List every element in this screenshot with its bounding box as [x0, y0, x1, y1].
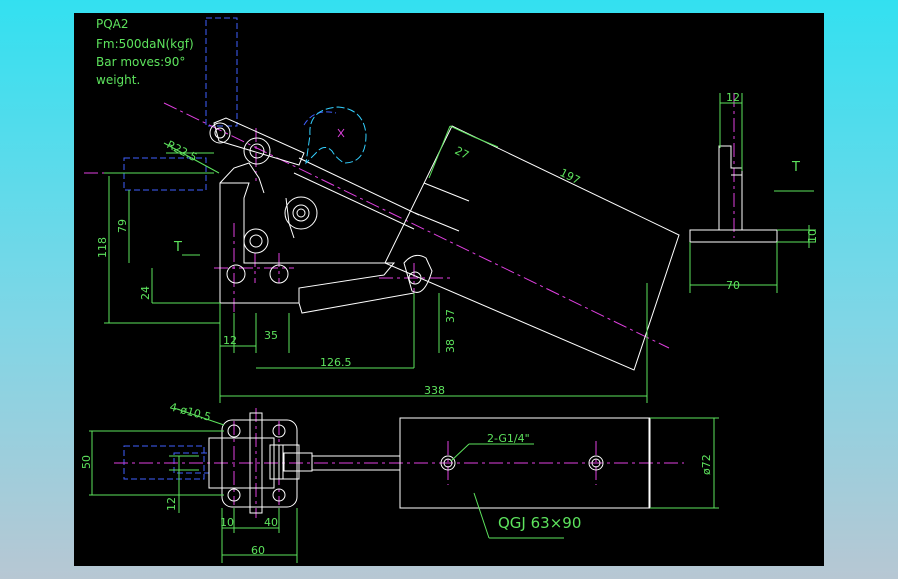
weight-note: weight. — [96, 73, 141, 87]
dim-37: 37 — [444, 309, 457, 323]
dim-118: 118 — [96, 237, 109, 258]
clamp-spindle — [305, 106, 367, 165]
dim-197: 197 — [558, 166, 583, 187]
clamp-front-view — [209, 117, 778, 371]
dim-126-5: 126.5 — [320, 356, 352, 369]
dim-40: 40 — [264, 516, 278, 529]
dim-27: 27 — [453, 144, 471, 162]
centerlines — [84, 93, 735, 349]
plan-dimension-lines — [89, 407, 719, 563]
dim-38: 38 — [444, 339, 457, 353]
dim-port: 2-G1/4" — [487, 432, 530, 445]
dim-79: 79 — [116, 219, 129, 233]
bar-note: Bar moves:90° — [96, 55, 186, 69]
dim-10-plan: 10 — [220, 516, 234, 529]
dim-12-front: 12 — [223, 334, 237, 347]
model-note: PQA2 — [96, 17, 129, 31]
dim-35: 35 — [264, 329, 278, 342]
cylinder-label: QGJ 63×90 — [498, 514, 581, 532]
force-note: Fm:500daN(kgf) — [96, 37, 194, 51]
dim-r22-5: R22.5 — [165, 138, 200, 164]
drawing-svg: R22.5 27 197 118 79 24 12 35 126.5 338 3… — [80, 17, 819, 563]
dim-d72: ø72 — [700, 454, 713, 475]
section-mark-t-side: T — [791, 160, 800, 175]
section-mark-t-front: T — [173, 240, 182, 255]
dim-24: 24 — [139, 286, 152, 300]
dim-12-plan: 12 — [165, 497, 178, 511]
clamp-plan-view — [208, 412, 651, 514]
cad-drawing-canvas: PQA2 Fm:500daN(kgf) Bar moves:90° weight… — [74, 13, 824, 566]
dim-holes: 4-ø10.5 — [168, 400, 212, 423]
hidden-lines — [123, 17, 337, 191]
dimension-labels: R22.5 27 197 118 79 24 12 35 126.5 338 3… — [80, 91, 819, 557]
plan-centerlines — [114, 408, 684, 518]
dim-60: 60 — [251, 544, 265, 557]
dim-338: 338 — [424, 384, 445, 397]
dim-12-side: 12 — [726, 91, 740, 104]
dim-50: 50 — [80, 455, 93, 469]
dim-70: 70 — [726, 279, 740, 292]
dimension-lines — [104, 93, 816, 403]
dim-10-side: 10 — [806, 229, 819, 243]
